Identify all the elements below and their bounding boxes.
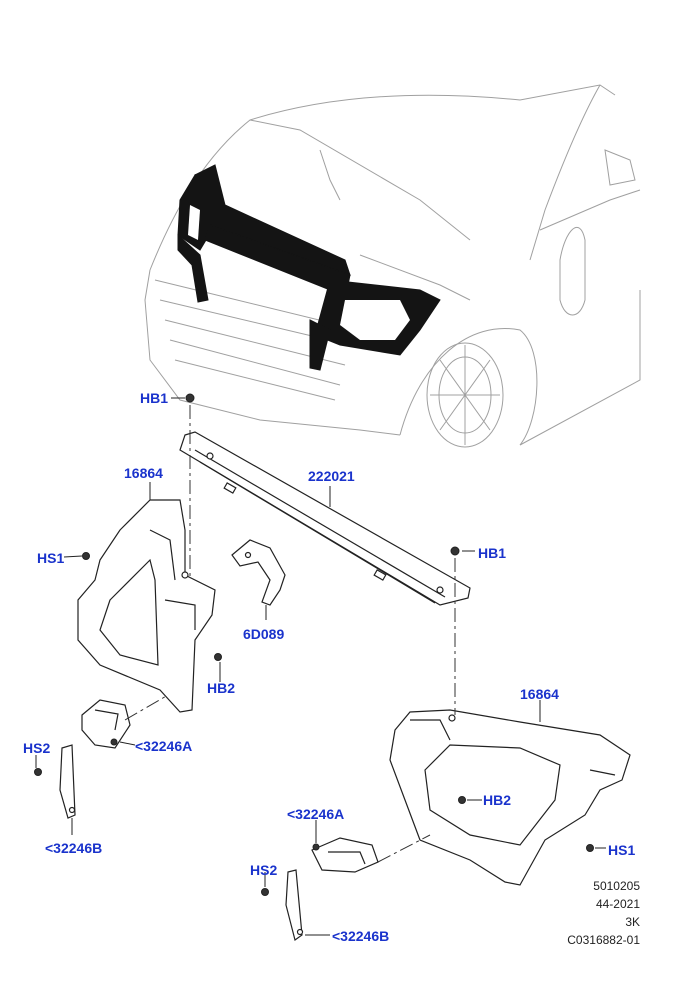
callout-hb1-top: HB1 <box>140 390 169 406</box>
drawing-reference: C0316882-01 <box>567 933 640 947</box>
bracket-6d089 <box>231 539 286 606</box>
callout-hs2-left: HS2 <box>23 740 51 756</box>
callout-16864-right: 16864 <box>520 686 559 702</box>
callout-32246a-left: <32246A <box>135 738 193 754</box>
headlamp-bracket-left-16864 <box>77 499 216 713</box>
callout-222021: 222021 <box>308 468 355 484</box>
callout-hs1-left: HS1 <box>37 550 65 566</box>
fasteners <box>34 393 594 896</box>
callout-32246a-right: <32246A <box>287 806 345 822</box>
cross-member-222021 <box>179 431 471 606</box>
callout-32246b-left: <32246B <box>45 840 103 856</box>
latch-bracket-left <box>59 699 131 819</box>
assembly-lines <box>124 405 456 863</box>
latch-bracket-right <box>285 837 379 941</box>
callout-16864-left: 16864 <box>124 465 163 481</box>
callout-32246b-right: <32246B <box>332 928 390 944</box>
drawing-date-code: 44-2021 <box>595 897 640 911</box>
vehicle-outline <box>144 84 641 448</box>
callout-hs2-right: HS2 <box>250 862 278 878</box>
drawing-number: 5010205 <box>593 879 640 893</box>
callout-hb2-left: HB2 <box>207 680 236 696</box>
callout-hs1-right: HS1 <box>608 842 636 858</box>
callout-6d089: 6D089 <box>243 626 285 642</box>
drawing-revision: 3K <box>625 915 640 929</box>
callout-hb1-right: HB1 <box>478 545 507 561</box>
callout-hb2-right: HB2 <box>483 792 512 808</box>
leader-lines <box>35 397 606 936</box>
front-end-carrier-highlight <box>177 164 441 371</box>
front-end-carrier-openings <box>188 205 410 340</box>
headlamp-bracket-right-16864 <box>389 709 631 886</box>
